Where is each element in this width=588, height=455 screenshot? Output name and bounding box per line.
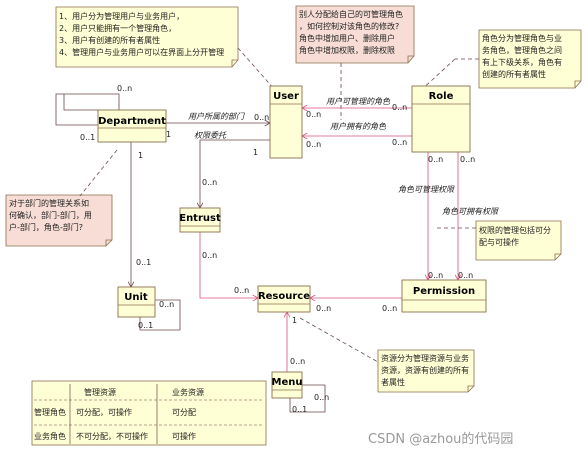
class-permission[interactable]: Permission [401,279,487,313]
note-line: 3、用户有创建的所有者属性 [59,35,160,45]
multiplicity: 1 [138,151,143,160]
note-line: 对于部门的管理关系如 [9,198,89,208]
multiplicity: 0..n [306,140,321,149]
multiplicity: 0..n [382,304,397,313]
note-line: 配与可操作 [479,237,519,247]
class-user[interactable]: User [269,85,303,159]
multiplicity: 0..n [392,103,407,112]
class-title: Resource [258,291,310,302]
assoc-label: 角色可管理权限 [398,185,455,194]
association-labels: 用户所属的部门 权限委托 用户可管理的角色 用户拥有的角色 角色可管理权限 角色… [80,84,499,414]
class-title: Unit [124,292,148,303]
multiplicity: 1 [166,130,171,139]
multiplicity: 1 [253,148,258,157]
note-line: 权限的管理包括可分 [479,225,551,235]
multiplicity: 0..1 [136,258,151,267]
multiplicity: 0..n [306,110,321,119]
multiplicity: 1 [292,316,297,325]
multiplicity: 0..n [254,113,269,122]
assoc-label: 权限委托 [194,131,227,140]
note-line: 角色中增加用户、删除用户 [299,33,395,43]
note-line: 务角色，管理角色之间 [482,45,562,55]
note-line: 2、用户只能拥有一个管理角色， [59,23,176,33]
class-department[interactable]: Department [97,109,167,143]
note-top-right: 角色分为管理角色与业 务角色，管理角色之间 有上下级关系，角色有 创建的所有者属… [478,29,582,89]
multiplicity: 0..n [314,393,329,402]
multiplicity: 0..n [202,251,217,260]
class-unit[interactable]: Unit [117,286,156,318]
multiplicity: 0..1 [292,405,307,414]
note-line: ，如何控制对该角色的修改? [299,21,399,31]
table-cell: 业务角色 [34,431,66,441]
note-line: 1、用户分为管理用户与业务用户， [59,11,184,21]
class-title: Entrust [179,213,221,224]
table-cell: 可分配，可操作 [76,407,132,417]
class-title: User [273,91,299,102]
note-line: 资源，资源有创建的所有 [381,365,469,375]
class-resource[interactable]: Resource [257,285,311,313]
multiplicity: 0..1 [80,133,95,142]
class-title: Department [98,116,166,127]
multiplicity: 0..n [290,357,305,366]
multiplicity: 0..1 [138,321,153,330]
note-line: 4、管理用户与业务用户可以在界面上分开管理 [59,47,224,57]
multiplicity: 0..n [316,304,331,313]
multiplicity: 0..n [392,138,407,147]
note-line: 资源分为管理资源与业务 [381,353,469,363]
note-anchors [79,47,479,363]
watermark: CSDN @azhou的代码园 [368,431,513,447]
table-cell: 管理角色 [34,407,66,417]
table-cell: 可分配 [172,408,196,417]
table-header: 业务资源 [172,387,204,397]
note-line: 有上下级关系，角色有 [482,57,562,67]
associations [55,93,458,413]
multiplicity: 0..n [117,84,132,93]
multiplicity: 0..n [458,271,473,280]
note-line: 角色分为管理角色与业 [482,33,562,43]
class-title: Permission [413,286,475,297]
multiplicity: 0..n [428,271,443,280]
class-role[interactable]: Role [411,85,471,153]
assoc-label: 角色可拥有权限 [442,207,499,216]
note-resource: 资源分为管理资源与业务 资源，资源有创建的所有 者属性 [377,349,475,393]
note-right-permission: 权限的管理包括可分 配与可操作 [475,220,562,261]
note-line: 创建的所有者属性 [482,69,546,79]
multiplicity: 0..n [460,155,475,164]
multiplicity: 0..n [202,178,217,187]
table-header: 管理资源 [84,387,116,397]
class-entrust[interactable]: Entrust [179,207,221,233]
table-cell: 可操作 [172,431,196,441]
class-title: Role [429,91,454,102]
note-line: 角色中增加权限，删除权限 [299,45,395,55]
note-line: 何确认，部门-部门，用 [9,210,92,220]
assoc-label: 用户可管理的角色 [326,97,391,106]
multiplicity: 0..n [159,300,174,309]
permission-table: 管理资源 业务资源 管理角色 可分配，可操作 可分配 业务角色 不可分配，不可操… [31,380,267,446]
note-line: 别人分配给自己的可管理角色 [299,9,403,19]
class-menu[interactable]: Menu [272,371,303,399]
multiplicity: 0..n [234,286,249,295]
note-line: 户-部门，角色-部门? [9,222,83,232]
note-left-mid: 对于部门的管理关系如 何确认，部门-部门，用 户-部门，角色-部门? [5,194,113,247]
table-cell: 不可分配，不可操作 [76,431,148,441]
class-title: Menu [272,377,303,388]
multiplicity: 0..n [428,155,443,164]
assoc-label: 用户拥有的角色 [330,122,387,131]
assoc-label: 用户所属的部门 [188,112,245,121]
note-top-left: 1、用户分为管理用户与业务用户， 2、用户只能拥有一个管理角色， 3、用户有创建… [55,6,239,68]
note-top-middle: 别人分配给自己的可管理角色 ，如何控制对该角色的修改? 角色中增加用户、删除用户… [295,5,415,64]
note-line: 者属性 [381,377,405,387]
